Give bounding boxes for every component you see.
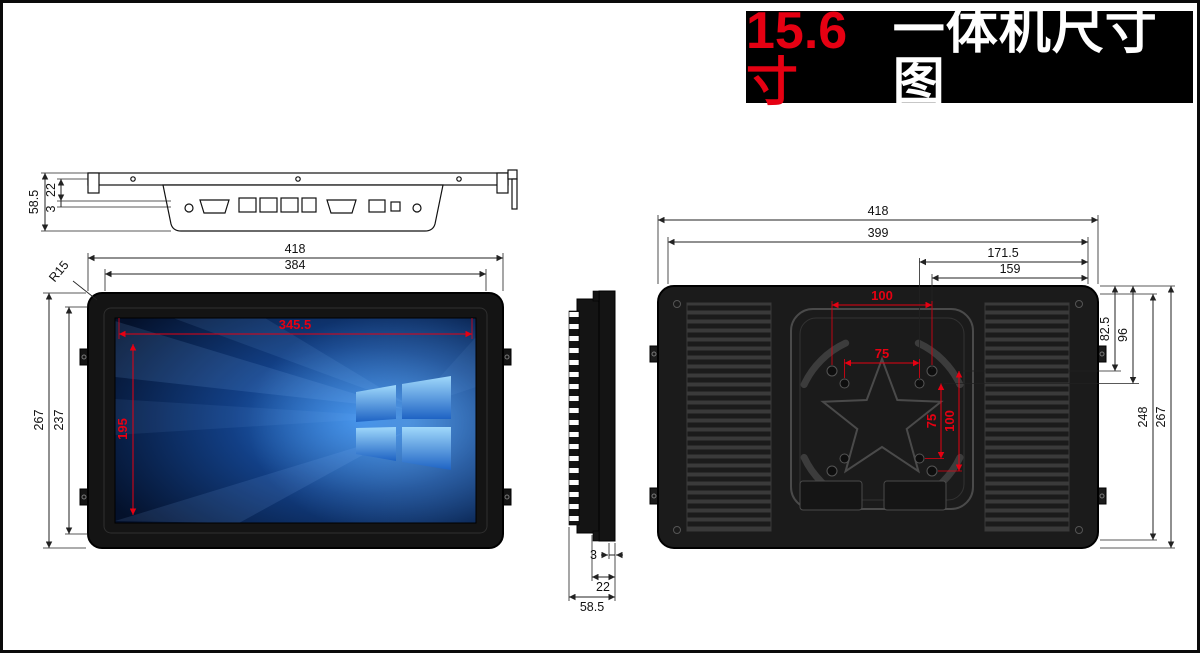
side-profile-view: 3 22 58.5 bbox=[568, 290, 623, 614]
dim-front-screen-width: 345.5 bbox=[279, 317, 312, 332]
drawing-canvas: 58.5 22 3 bbox=[27, 169, 1175, 614]
dim-back-vesa-width-75: 75 bbox=[875, 346, 889, 361]
dim-back-hole-to-edge-b: 159 bbox=[1000, 262, 1021, 276]
dim-back-hole-to-edge-a: 171.5 bbox=[987, 246, 1018, 260]
dim-side-thickness-panel: 3 bbox=[590, 548, 597, 562]
io-port bbox=[259, 197, 278, 213]
dim-back-vesa-height-75: 75 bbox=[924, 414, 939, 428]
star-emblem bbox=[820, 356, 944, 474]
vesa-hole-75 bbox=[839, 378, 850, 389]
dim-back-vesa-height-100: 100 bbox=[942, 410, 957, 432]
panel-edge bbox=[598, 290, 616, 542]
io-port bbox=[301, 197, 317, 213]
io-port bbox=[390, 201, 401, 212]
label-sticker bbox=[799, 480, 863, 511]
dim-back-hole-to-top-b: 96 bbox=[1116, 328, 1130, 342]
vesa-plate bbox=[790, 308, 974, 510]
io-port bbox=[280, 197, 299, 213]
heatsink-fins bbox=[568, 310, 580, 526]
title-size-text: 15.6寸 bbox=[746, 2, 848, 112]
dim-front-height-face: 237 bbox=[52, 410, 66, 431]
dim-back-width-total: 418 bbox=[868, 204, 889, 218]
dim-back-hole-to-top-a: 82.5 bbox=[1098, 317, 1112, 341]
vesa-hole-100 bbox=[826, 365, 838, 377]
heatsink-fins-left bbox=[686, 302, 772, 532]
title-block: 15.6寸 一体机尺寸图 bbox=[746, 5, 1193, 109]
db9-port bbox=[199, 199, 230, 214]
dim-back-vesa-width-100: 100 bbox=[871, 288, 893, 303]
dim-front-width-total: 418 bbox=[285, 242, 306, 256]
dim-front-height-total: 267 bbox=[32, 410, 46, 431]
dim-top-depth-bracket: 22 bbox=[44, 183, 58, 197]
screen-wallpaper bbox=[115, 318, 476, 523]
windows-logo-icon bbox=[356, 376, 451, 470]
dim-back-width-body: 399 bbox=[868, 226, 889, 240]
label-sticker bbox=[883, 480, 947, 511]
vesa-hole-100 bbox=[926, 465, 938, 477]
heatsink-fins-right bbox=[984, 302, 1070, 532]
back-view: 418 399 171.5 159 82.5 96 248 267 bbox=[649, 204, 1175, 549]
io-port bbox=[368, 199, 386, 213]
vesa-hole-75 bbox=[839, 453, 850, 464]
io-port bbox=[238, 197, 257, 213]
dim-front-screen-height: 195 bbox=[115, 418, 130, 440]
dim-side-depth-total: 58.5 bbox=[580, 600, 604, 614]
db9-port bbox=[326, 199, 357, 214]
front-view: 418 384 267 237 345.5 195 R15 bbox=[32, 242, 512, 549]
dim-side-thickness-bracket: 22 bbox=[596, 580, 610, 594]
dim-top-depth-total: 58.5 bbox=[27, 190, 41, 214]
dim-front-width-face: 384 bbox=[285, 258, 306, 272]
title-rest-text: 一体机尺寸图 bbox=[892, 2, 1158, 112]
vesa-hole-100 bbox=[826, 465, 838, 477]
dim-front-corner-radius: R15 bbox=[46, 258, 71, 285]
dim-back-height-total: 267 bbox=[1154, 407, 1168, 428]
top-profile-view: 58.5 22 3 bbox=[27, 169, 518, 232]
dim-back-height-body: 248 bbox=[1136, 407, 1150, 428]
vesa-hole-75 bbox=[914, 453, 925, 464]
dim-top-depth-panel: 3 bbox=[44, 205, 58, 212]
